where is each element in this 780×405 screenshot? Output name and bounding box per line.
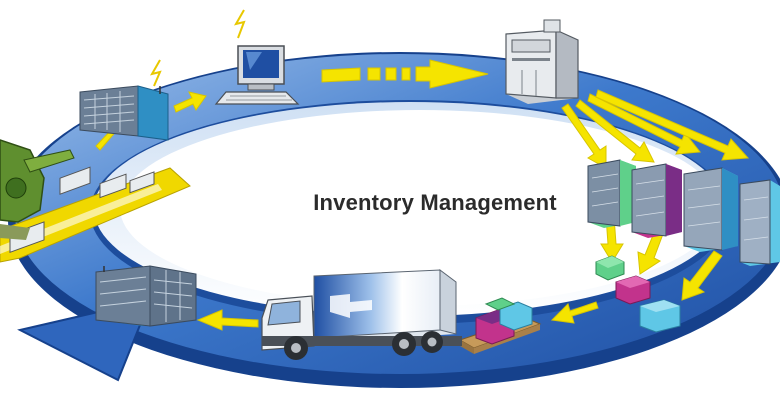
arrow-server-to-warehouse-2 xyxy=(575,99,655,163)
antenna-signal-icon xyxy=(233,9,246,39)
factory-building-icon xyxy=(79,59,169,141)
pallet-boxes-icon xyxy=(458,297,542,354)
computer-terminal-icon xyxy=(214,9,300,105)
arrow-boxes-to-pallet xyxy=(550,301,599,324)
arrow-truck-to-store xyxy=(196,309,259,331)
retail-building-icon xyxy=(95,265,197,327)
arrow-warehouse-to-box-3 xyxy=(681,250,723,301)
flow-arrows xyxy=(95,59,750,331)
arrow-server-to-warehouse-4 xyxy=(595,89,750,161)
cube-stack-icon xyxy=(595,255,681,333)
antenna-signal-icon xyxy=(149,59,162,87)
arrow-computer-to-server xyxy=(321,59,489,89)
delivery-truck-icon xyxy=(261,269,462,360)
robot-assembly-icon xyxy=(0,139,191,263)
server-printer-icon xyxy=(505,19,579,104)
arrow-server-to-warehouse-1 xyxy=(561,103,607,169)
arrow-plant-to-computer xyxy=(173,91,207,113)
diagram-title: Inventory Management xyxy=(313,190,557,215)
arrow-server-to-warehouse-3 xyxy=(587,93,701,155)
warehouse-racks-icon xyxy=(587,159,780,266)
